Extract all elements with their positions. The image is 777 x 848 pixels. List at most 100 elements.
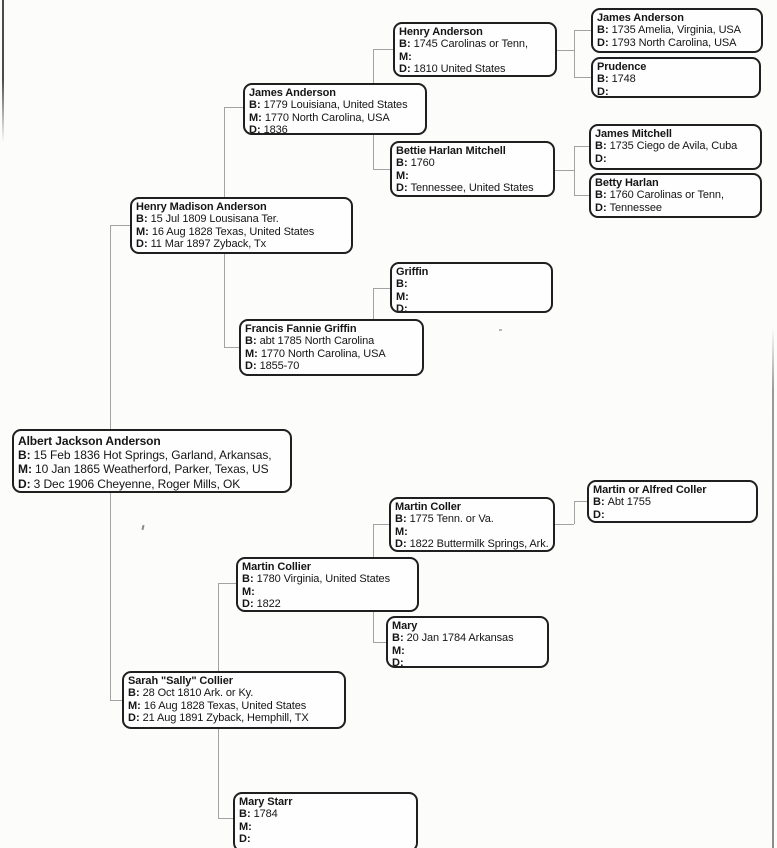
field-label: D: [128, 712, 140, 725]
person-box-mary[interactable]: Mary B:20 Jan 1784 Arkansas M: D: [386, 616, 549, 668]
field-label: B: [18, 448, 31, 463]
field-value: 1735 Ciego de Avila, Cuba [609, 140, 738, 153]
field-label: D: [597, 36, 609, 49]
person-box-james-anderson-gen4[interactable]: James Anderson B:1735 Amelia, Virginia, … [591, 8, 763, 53]
field-label: D: [136, 238, 148, 251]
field-label: M: [249, 111, 262, 124]
person-box-martin-coller-gen3[interactable]: Martin Coller B:1775 Tenn. or Va. M: D:1… [389, 497, 555, 552]
marriage-field: M: [396, 291, 548, 303]
field-label: D: [392, 657, 404, 668]
field-value: 1810 United States [413, 63, 506, 76]
person-box-mary-starr[interactable]: Mary Starr B:1784 M: D: [233, 792, 418, 848]
field-value: 1784 [253, 808, 278, 821]
scan-speck [141, 524, 145, 531]
connector-line [574, 30, 593, 31]
field-label: M: [392, 644, 405, 657]
field-label: B: [399, 38, 411, 51]
person-box-henry-madison-anderson[interactable]: Henry Madison Anderson B:15 Jul 1809 Lou… [130, 197, 353, 254]
person-box-james-anderson-gen2[interactable]: James Anderson B:1779 Louisiana, United … [243, 83, 427, 135]
birth-field: B:1745 Carolinas or Tenn, [399, 38, 552, 50]
field-label: B: [597, 24, 609, 37]
field-value: 1748 [611, 73, 636, 86]
field-label: M: [239, 820, 252, 833]
person-box-griffin[interactable]: Griffin B: M: D: [390, 262, 553, 313]
field-label: B: [595, 189, 607, 202]
person-box-betty-harlan[interactable]: Betty Harlan B:1760 Carolinas or Tenn, D… [589, 173, 762, 218]
death-field: D: [597, 86, 756, 96]
birth-field: B:1735 Amelia, Virginia, USA [597, 24, 758, 36]
connector-line [373, 642, 388, 643]
field-value: Tennessee [609, 201, 662, 214]
marriage-field: M: [399, 51, 552, 63]
person-box-sarah-sally-collier[interactable]: Sarah "Sally" Collier B:28 Oct 1810 Ark.… [122, 671, 346, 729]
field-label: B: [595, 140, 607, 153]
connector-line [574, 501, 589, 502]
connector-line [373, 169, 392, 170]
field-label: B: [392, 632, 404, 645]
connector-line [574, 501, 575, 524]
field-label: D: [18, 476, 31, 491]
birth-field: B:1760 Carolinas or Tenn, [595, 189, 757, 201]
person-name: James Anderson [597, 12, 684, 24]
person-box-james-mitchell[interactable]: James Mitchell B:1735 Ciego de Avila, Cu… [589, 124, 762, 170]
marriage-field: M:1770 North Carolina, USA [249, 112, 422, 124]
marriage-field: M: [239, 821, 413, 833]
field-value: 1780 Virginia, United States [256, 573, 390, 586]
field-value: 21 Aug 1891 Zyback, Hemphill, TX [142, 712, 309, 725]
field-value: Tennessee, United States [410, 182, 534, 195]
person-box-prudence[interactable]: Prudence B:1748 D: [591, 57, 761, 98]
person-name: Bettie Harlan Mitchell [396, 145, 506, 157]
death-field: D: [595, 153, 757, 165]
person-name: Martin or Alfred Coller [593, 484, 707, 496]
death-field: D:1793 North Carolina, USA [597, 37, 758, 49]
person-box-henry-anderson[interactable]: Henry Anderson B:1745 Carolinas or Tenn,… [393, 22, 557, 77]
field-label: M: [136, 225, 149, 238]
death-field: D:1836 [249, 124, 422, 133]
field-value: 1770 North Carolina, USA [264, 111, 390, 124]
person-name: Mary Starr [239, 796, 293, 808]
marriage-field: M:10 Jan 1865 Weatherford, Parker, Texas… [18, 462, 287, 476]
marriage-field: M: [242, 586, 414, 598]
field-label: B: [396, 278, 408, 291]
person-name: Martin Collier [242, 561, 311, 573]
scan-speck [499, 329, 502, 331]
field-value: 1822 Buttermilk Springs, Ark. [409, 538, 549, 551]
birth-field: B:1775 Tenn. or Va. [395, 513, 550, 525]
field-value: 15 Jul 1809 Lousisana Ter. [150, 213, 279, 226]
connector-line [373, 288, 374, 348]
person-name: Albert Jackson Anderson [18, 434, 161, 448]
field-value: 1822 [256, 598, 281, 611]
person-box-albert-jackson-anderson[interactable]: Albert Jackson Anderson B:15 Feb 1836 Ho… [12, 429, 292, 493]
birth-field: B:abt 1785 North Carolina [245, 335, 419, 347]
field-label: B: [242, 573, 254, 586]
person-box-francis-fannie-griffin[interactable]: Francis Fannie Griffin B:abt 1785 North … [239, 319, 424, 376]
connector-line [373, 49, 395, 50]
marriage-field: M: [396, 170, 550, 182]
field-value: 11 Mar 1897 Zyback, Tx [150, 238, 266, 251]
field-label: D: [239, 833, 251, 846]
field-label: M: [395, 525, 408, 538]
field-label: M: [396, 290, 409, 303]
field-label: M: [399, 50, 412, 63]
person-name: James Anderson [249, 87, 336, 99]
field-value: 1760 [410, 157, 435, 170]
field-value: 28 Oct 1810 Ark. or Ky. [142, 687, 254, 700]
field-label: B: [249, 99, 261, 112]
field-label: D: [245, 360, 257, 373]
birth-field: B:1780 Virginia, United States [242, 573, 414, 585]
field-label: M: [245, 347, 258, 360]
birth-field: B:28 Oct 1810 Ark. or Ky. [128, 687, 341, 699]
field-value: 1760 Carolinas or Tenn, [609, 189, 724, 202]
connector-line [110, 700, 124, 701]
death-field: D: [396, 303, 548, 313]
field-value: 1779 Louisiana, United States [263, 99, 408, 112]
person-box-martin-collier-gen2[interactable]: Martin Collier B:1780 Virginia, United S… [236, 557, 419, 612]
death-field: D: [392, 657, 544, 668]
person-box-martin-or-alfred-coller[interactable]: Martin or Alfred Coller B:Abt 1755 D: [587, 480, 758, 523]
field-label: D: [396, 303, 408, 313]
connector-line [574, 146, 591, 147]
person-box-bettie-harlan-mitchell[interactable]: Bettie Harlan Mitchell B:1760 M: D:Tenne… [390, 141, 555, 197]
scan-edge-artifact [2, 0, 4, 142]
birth-field: B:15 Feb 1836 Hot Springs, Garland, Arka… [18, 448, 287, 462]
connector-line [574, 77, 593, 78]
